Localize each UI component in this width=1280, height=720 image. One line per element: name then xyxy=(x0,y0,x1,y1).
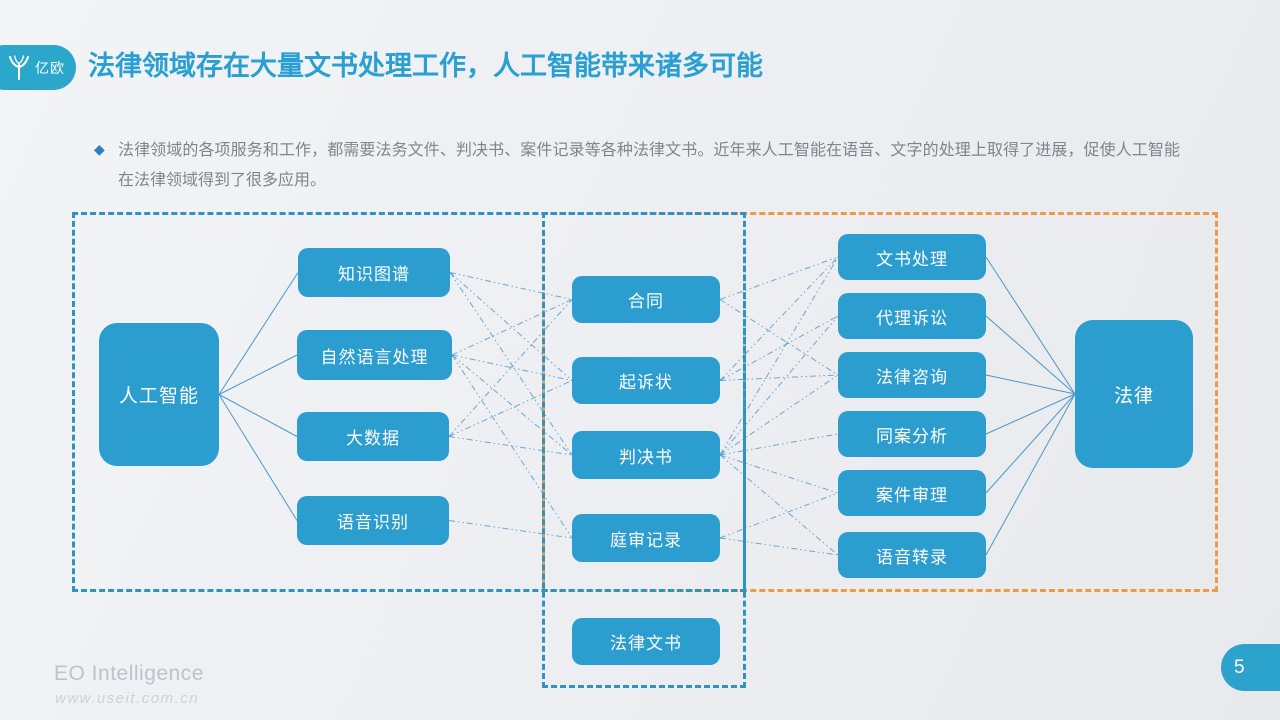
node-court-record: 庭审记录 xyxy=(572,514,720,562)
node-law: 法律 xyxy=(1075,320,1193,468)
footer-watermark: www.useit.com.cn xyxy=(55,690,200,707)
node-similar-case-analysis: 同案分析 xyxy=(838,411,986,457)
node-indictment: 起诉状 xyxy=(572,357,720,404)
node-artificial-intelligence: 人工智能 xyxy=(99,323,219,466)
node-speech-transcription: 语音转录 xyxy=(838,532,986,578)
bullet-diamond-icon: ◆ xyxy=(94,141,105,157)
node-legal-consulting: 法律咨询 xyxy=(838,352,986,398)
node-knowledge-graph: 知识图谱 xyxy=(298,248,450,297)
node-nlp: 自然语言处理 xyxy=(297,330,452,380)
brand-logo: 亿欧 xyxy=(0,45,76,90)
node-legal-documents-category: 法律文书 xyxy=(572,618,720,665)
node-speech-recognition: 语音识别 xyxy=(297,496,449,545)
brand-name: 亿欧 xyxy=(35,59,65,76)
footer-brand: EO Intelligence xyxy=(54,662,204,685)
node-document-processing: 文书处理 xyxy=(838,234,986,280)
bullet-text: 法律领域的各项服务和工作，都需要法务文件、判决书、案件记录等各种法律文书。近年来… xyxy=(118,142,1180,189)
node-big-data: 大数据 xyxy=(297,412,449,461)
legal-documents-group-frame xyxy=(542,212,746,688)
page-number-badge: 5 xyxy=(1221,644,1280,691)
node-judgment: 判决书 xyxy=(572,431,720,479)
node-litigation-agency: 代理诉讼 xyxy=(838,293,986,339)
node-case-hearing: 案件审理 xyxy=(838,470,986,516)
node-contract: 合同 xyxy=(572,276,720,323)
eo-logo-icon xyxy=(9,54,29,80)
slide-title: 法律领域存在大量文书处理工作，人工智能带来诸多可能 xyxy=(88,51,763,81)
